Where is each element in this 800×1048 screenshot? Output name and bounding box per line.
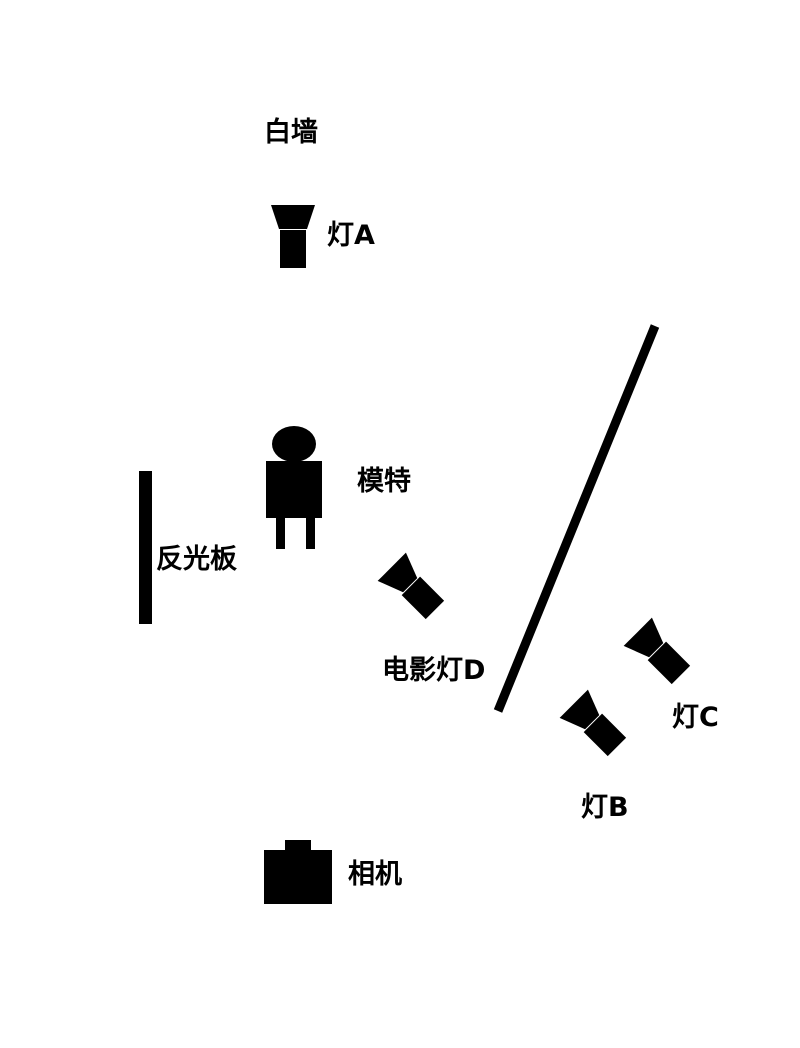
light-b-icon (559, 689, 627, 757)
camera-icon (264, 840, 332, 904)
light-a-icon (271, 205, 315, 268)
cinema-light-d-label: 电影灯D (382, 655, 485, 686)
reflector-label: 反光板 (156, 544, 237, 575)
light-c-icon (623, 617, 691, 685)
reflector-board (139, 471, 152, 624)
light-a-label: 灯A (327, 220, 375, 251)
white-wall-label: 白墙 (264, 116, 318, 148)
cinema-light-d-icon (377, 552, 445, 620)
light-b-label: 灯B (581, 792, 629, 823)
light-c-label: 灯C (672, 702, 719, 733)
model-figure-icon (266, 426, 322, 549)
divider-panel (493, 324, 660, 713)
camera-label: 相机 (348, 859, 402, 890)
model-label: 模特 (357, 466, 411, 497)
